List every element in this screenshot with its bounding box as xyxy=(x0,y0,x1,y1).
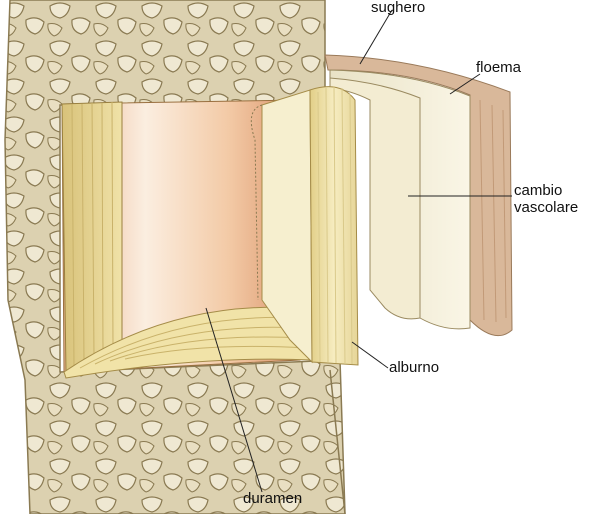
label-cambio-line2: vascolare xyxy=(514,199,579,216)
leader-sughero xyxy=(359,9,393,65)
label-sughero: sughero xyxy=(371,0,426,16)
left-wall-rings xyxy=(61,101,123,373)
cambium-cambio-vascolare-layer xyxy=(329,77,421,320)
label-cambio-line1: cambio xyxy=(514,182,563,199)
label-duramen: duramen xyxy=(243,490,303,507)
cork-sughero-layer xyxy=(324,54,513,337)
leader-floema xyxy=(449,73,481,95)
leader-alburno xyxy=(351,341,389,369)
leader-duramen xyxy=(205,307,263,493)
label-alburno: alburno xyxy=(389,359,440,376)
cut-floor-rings xyxy=(63,306,313,379)
label-floema: floema xyxy=(476,59,522,76)
label-cambio-vascolare: cambio vascolare xyxy=(514,182,578,216)
sapwood-alburno-block xyxy=(250,85,359,366)
leader-lines xyxy=(205,9,512,493)
